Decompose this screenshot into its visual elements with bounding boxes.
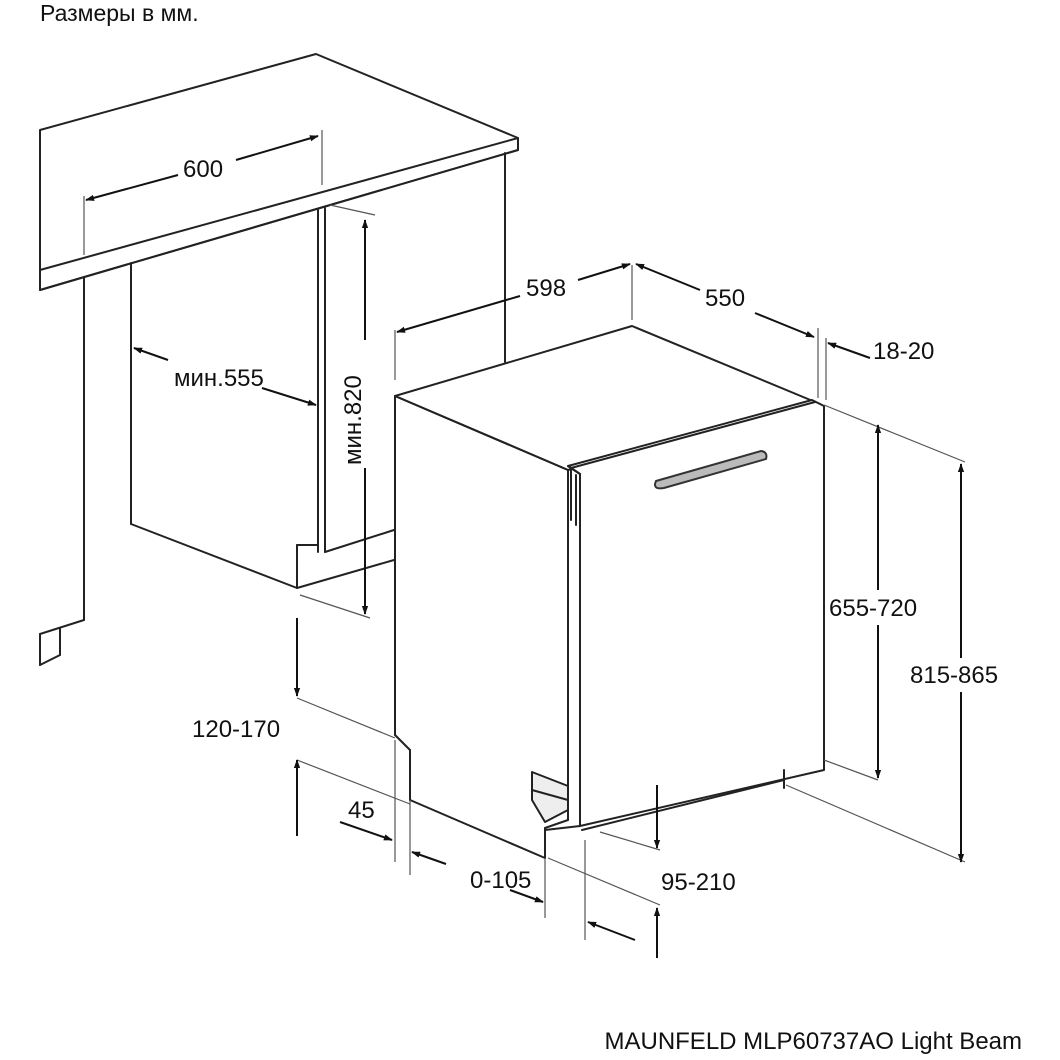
- label-plinth-offset: 0-105: [470, 867, 531, 894]
- label-niche-width: 600: [183, 156, 223, 183]
- label-unit-depth: 550: [705, 285, 745, 312]
- label-niche-height: мин.820: [340, 375, 367, 465]
- extension-lines: [83, 130, 966, 940]
- door-panel: [531, 399, 825, 831]
- label-plinth-height: 120-170: [192, 716, 280, 743]
- label-plinth-depth: 45: [348, 797, 375, 824]
- page-title: Размеры в мм.: [40, 0, 199, 26]
- dimension-labels: 600 мин.555 мин.820 598 550 18-20 655-72…: [174, 156, 998, 896]
- label-unit-width: 598: [526, 275, 566, 302]
- label-foot-range: 95-210: [661, 869, 736, 896]
- model-caption: MAUNFELD MLP60737AO Light Beam: [604, 1028, 1022, 1055]
- label-niche-depth: мин.555: [174, 365, 264, 392]
- door-handle-icon: [654, 449, 768, 490]
- label-door-thickness: 18-20: [873, 338, 934, 365]
- countertop-and-niche: [39, 53, 519, 666]
- label-door-height: 655-720: [829, 595, 917, 622]
- label-total-height: 815-865: [910, 662, 998, 689]
- dimension-arrows: [85, 135, 965, 958]
- dishwasher-body: [394, 325, 821, 859]
